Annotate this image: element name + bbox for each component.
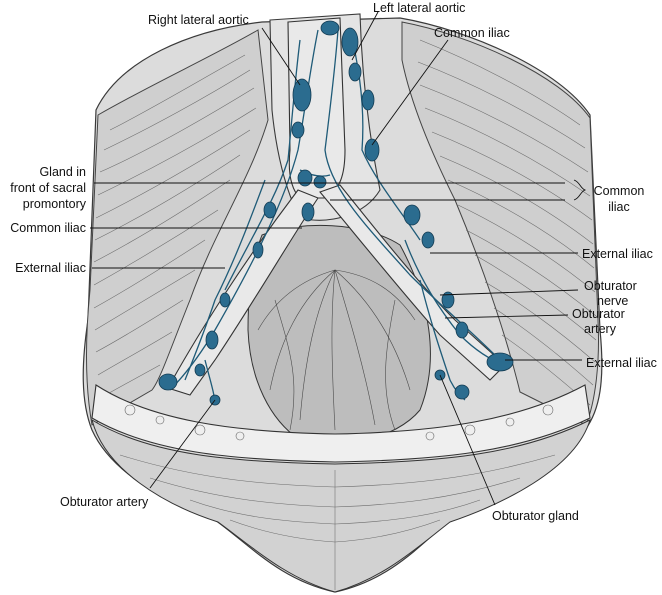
label-obturator-artery-right-line1: Obturator — [572, 307, 625, 321]
pubic-bone-rim — [91, 384, 591, 463]
leader-lines — [90, 11, 587, 506]
label-obturator-nerve-line2: nerve — [597, 294, 628, 308]
perineum — [91, 418, 591, 593]
left-muscle-hatching — [93, 54, 257, 399]
right-muscle-mass — [401, 21, 599, 426]
label-external-iliac-left: External iliac — [15, 261, 86, 275]
bone-texture — [124, 404, 554, 441]
label-gland-sacral-line1: Gland in — [39, 165, 86, 179]
label-obturator-artery-right-line2: artery — [584, 322, 617, 336]
perineum-hatching — [119, 454, 556, 590]
label-common-iliac-top: Common iliac — [434, 26, 510, 40]
anatomical-illustration — [82, 13, 603, 593]
label-external-iliac-lower: External iliac — [586, 356, 657, 370]
label-common-iliac-brace-line1: Common — [594, 184, 645, 198]
right-common-iliac-artery — [167, 189, 319, 396]
label-gland-sacral-line3: promontory — [23, 197, 87, 211]
label-external-iliac-right: External iliac — [582, 247, 653, 261]
label-obturator-nerve-line1: Obturator — [584, 279, 637, 293]
right-muscle-hatching — [417, 39, 597, 406]
label-gland-sacral-line2: front of sacral — [10, 181, 86, 195]
label-common-iliac-brace-line2: iliac — [608, 200, 630, 214]
label-right-lateral-aortic: Right lateral aortic — [148, 13, 249, 27]
label-left-lateral-aortic: Left lateral aortic — [373, 1, 465, 15]
labels: Right lateral aortic Left lateral aortic… — [10, 1, 657, 523]
label-common-iliac-left: Common iliac — [10, 221, 86, 235]
lymph-nodes — [158, 20, 514, 406]
label-obturator-gland: Obturator gland — [492, 509, 579, 523]
pelvic-cavity-folds — [257, 269, 416, 431]
label-obturator-artery-bottom: Obturator artery — [60, 495, 149, 509]
left-muscle-mass — [86, 29, 269, 426]
